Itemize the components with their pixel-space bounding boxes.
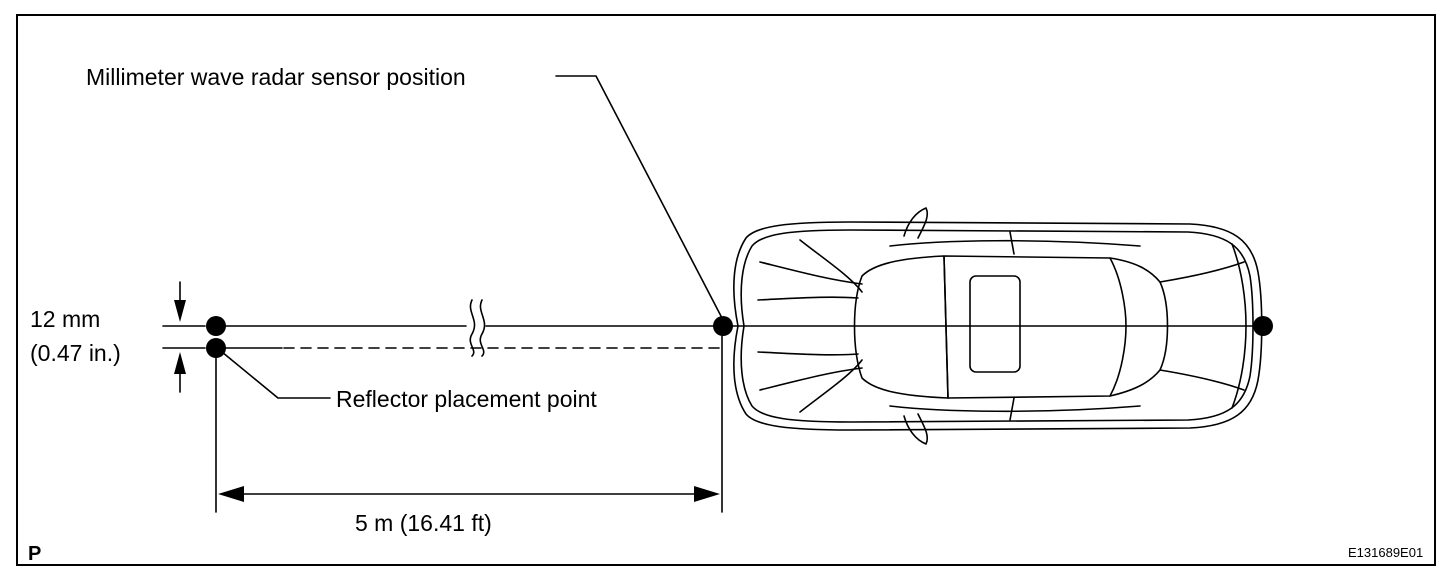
reflector-point-upper	[206, 316, 226, 336]
corner-code: P	[28, 543, 42, 565]
rear-center-point	[1253, 316, 1273, 336]
offset-mm-label: 12 mm	[30, 306, 101, 332]
distance-label: 5 m (16.41 ft)	[355, 510, 492, 536]
reflector-leader-line	[221, 351, 331, 399]
reflector-point-label: Reflector placement point	[336, 386, 597, 412]
distance-dimension	[215, 333, 723, 513]
arrow-right-icon	[694, 486, 720, 502]
offset-dimension	[162, 281, 206, 393]
arrow-down-icon	[174, 300, 186, 322]
offset-in-label: (0.47 in.)	[30, 340, 121, 366]
sensor-point	[713, 316, 733, 336]
arrow-left-icon	[218, 486, 244, 502]
sensor-leader-line	[555, 75, 723, 319]
reflector-point-lower	[206, 338, 226, 358]
break-mark	[469, 299, 486, 357]
figure-id: E131689E01	[1348, 545, 1424, 560]
sensor-position-label: Millimeter wave radar sensor position	[86, 64, 466, 90]
diagram-frame	[16, 14, 1436, 566]
car-top-view	[733, 207, 1263, 445]
arrow-up-icon	[174, 352, 186, 374]
